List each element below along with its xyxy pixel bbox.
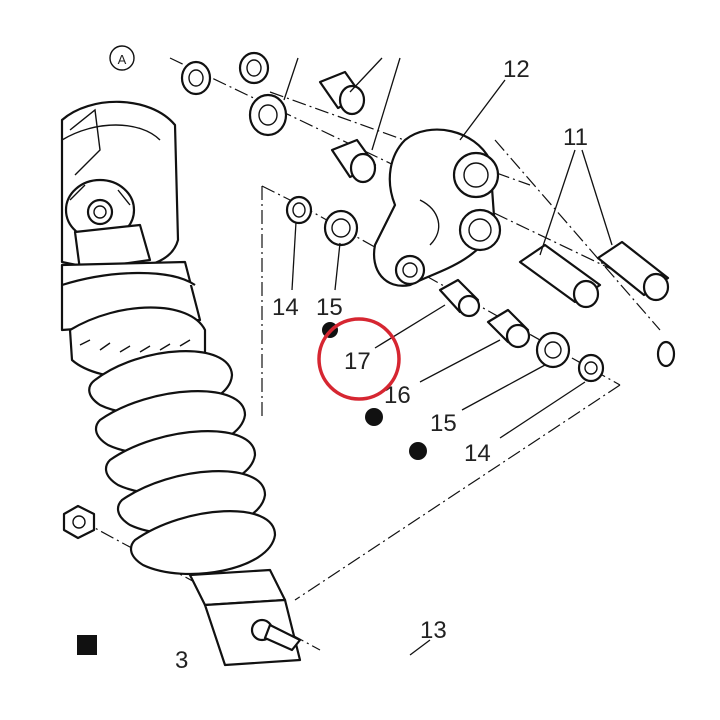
shock-absorber [60, 100, 302, 667]
reference-letter: A [118, 52, 127, 67]
left-washers [285, 195, 359, 247]
sleeves-11 [518, 240, 676, 368]
callout-14-left: 14 [272, 294, 299, 321]
bullet-marker [365, 408, 383, 426]
bullet-marker [409, 442, 427, 460]
leader-lines [283, 57, 613, 656]
square-marker [77, 635, 97, 655]
callout-14-right: 14 [464, 440, 491, 467]
right-bushings [438, 278, 605, 383]
callout-15-left: 15 [316, 294, 343, 321]
callout-partial: 3 [175, 647, 188, 674]
callout-12: 12 [503, 56, 530, 83]
callout-13: 13 [420, 617, 447, 644]
top-bushings [180, 51, 377, 184]
linkage-lever [372, 128, 502, 287]
callout-11: 11 [563, 124, 588, 151]
highlight-circle [317, 317, 401, 401]
reference-circle [109, 45, 135, 71]
callout-15-right: 15 [430, 410, 457, 437]
callout-17: 17 [344, 348, 371, 375]
